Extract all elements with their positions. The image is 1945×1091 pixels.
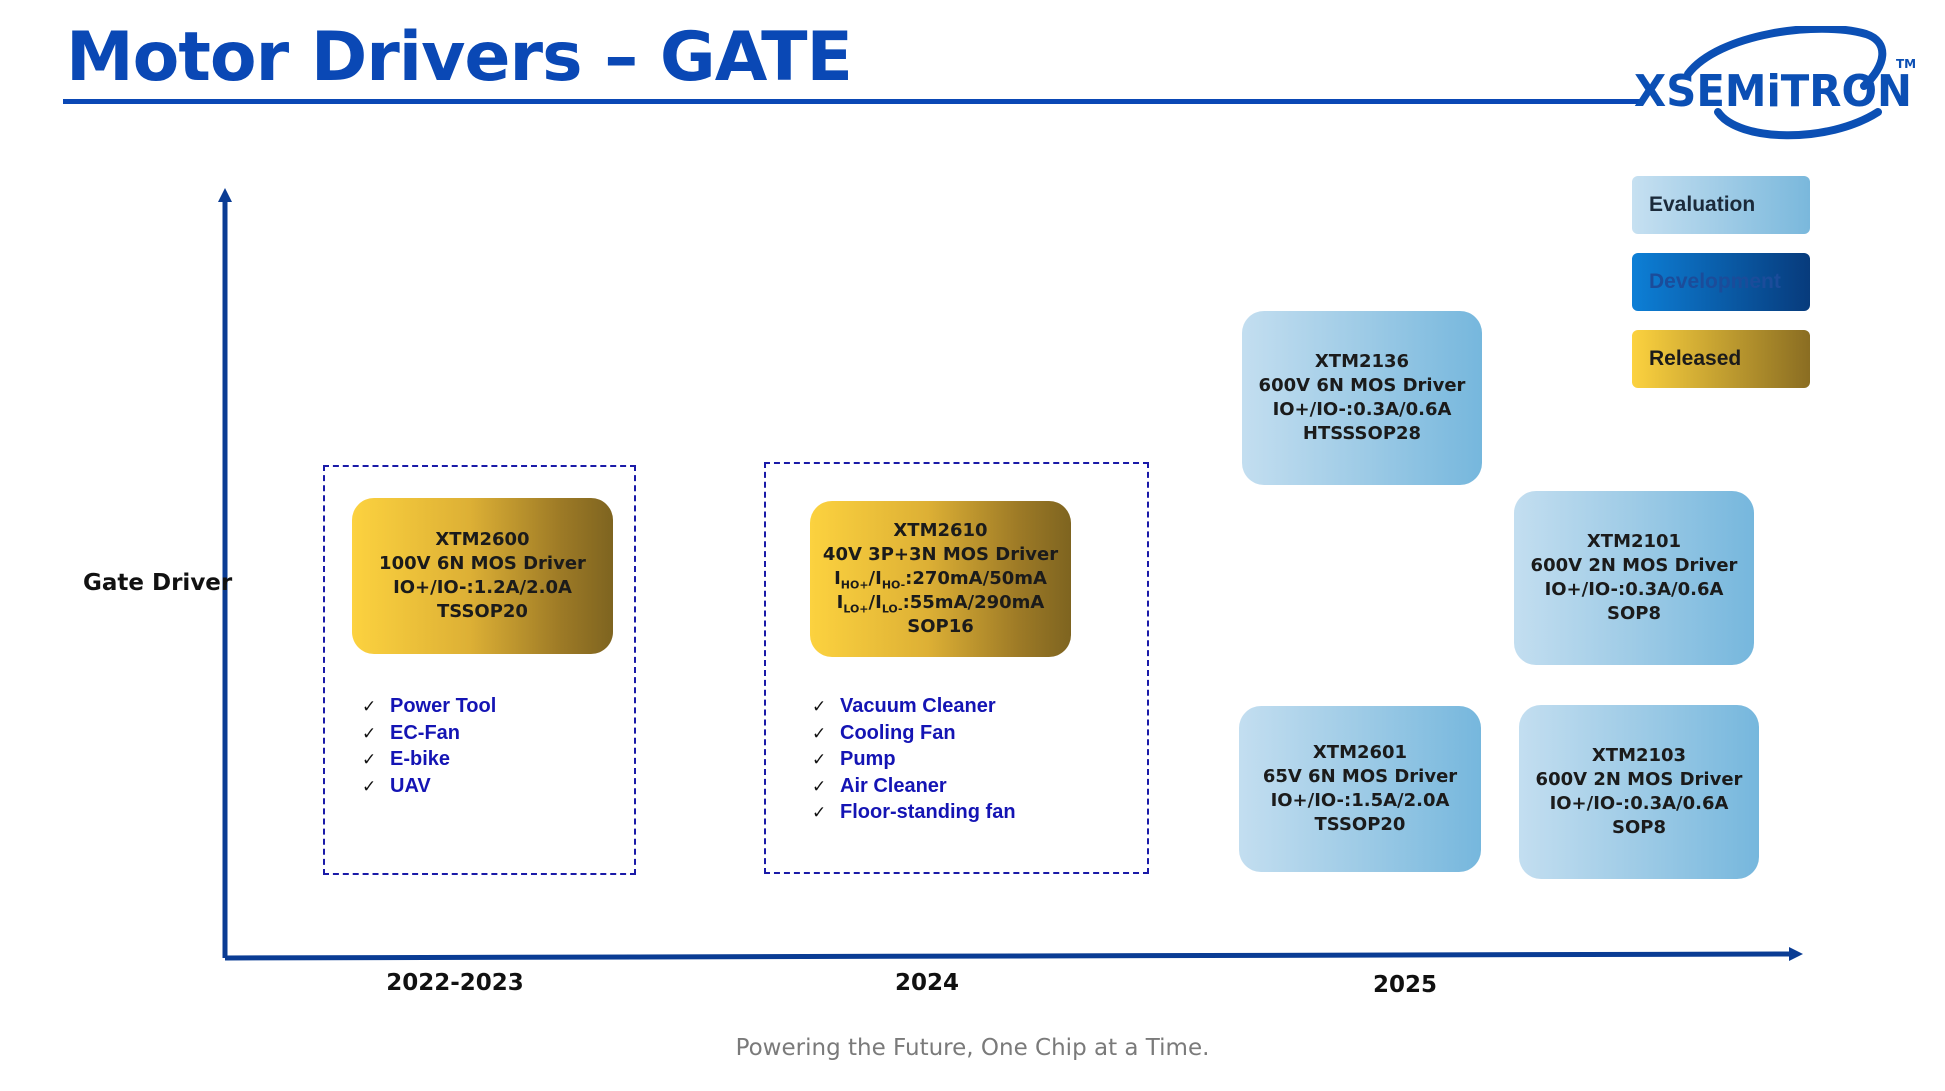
logo-wordmark: XSEMiTRON <box>1634 66 1912 117</box>
product-low-side-current: ILO+/ILO-:55mA/290mA <box>836 592 1045 616</box>
check-icon: ✓ <box>362 776 377 797</box>
product-card-xtm2610[interactable]: XTM2610 40V 3P+3N MOS Driver IHO+/IHO-:2… <box>810 501 1071 657</box>
product-desc: 40V 3P+3N MOS Driver <box>822 544 1059 565</box>
group-2024 <box>764 462 1149 874</box>
product-package: HTSSSOP28 <box>1302 423 1422 444</box>
y-axis-label: Gate Driver <box>83 570 233 596</box>
product-current: IO+/IO-:1.2A/2.0A <box>393 577 572 598</box>
y-axis-arrowhead <box>218 188 232 202</box>
check-icon: ✓ <box>812 697 827 717</box>
group-2022-2023 <box>323 465 636 875</box>
check-icon: ✓ <box>812 750 827 770</box>
x-axis-label-2024: 2024 <box>894 970 959 996</box>
check-icon: ✓ <box>362 697 377 717</box>
product-package: TSSOP20 <box>437 601 528 622</box>
product-name: XTM2600 <box>435 529 530 550</box>
list-item: ✓Vacuum Cleaner <box>812 693 1016 720</box>
list-item: ✓Air Cleaner <box>812 773 1016 800</box>
product-current: IO+/IO-:1.5A/2.0A <box>1270 790 1450 811</box>
list-item: ✓Cooling Fan <box>812 720 1016 747</box>
check-icon: ✓ <box>362 750 377 770</box>
product-name: XTM2103 <box>1591 745 1687 766</box>
list-item: ✓Floor-standing fan <box>812 799 1016 826</box>
x-axis-line <box>224 951 1791 961</box>
product-desc: 100V 6N MOS Driver <box>379 553 586 574</box>
product-card-xtm2601[interactable]: XTM2601 65V 6N MOS Driver IO+/IO-:1.5A/2… <box>1239 706 1481 872</box>
check-icon: ✓ <box>812 776 827 797</box>
product-desc: 600V 2N MOS Driver <box>1535 769 1743 790</box>
list-item: ✓EC-Fan <box>362 720 496 747</box>
product-name: XTM2610 <box>893 520 988 541</box>
logo-trademark: TM <box>1896 57 1916 71</box>
x-axis-arrowhead <box>1789 947 1803 961</box>
title-underline <box>63 99 1642 104</box>
product-high-side-current: IHO+/IHO-:270mA/50mA <box>834 568 1047 592</box>
legend-released: Released <box>1632 330 1810 388</box>
product-name: XTM2136 <box>1314 351 1410 372</box>
check-icon: ✓ <box>362 723 377 744</box>
x-axis-label-2025: 2025 <box>1372 972 1437 998</box>
product-desc: 600V 2N MOS Driver <box>1530 555 1738 576</box>
product-desc: 65V 6N MOS Driver <box>1262 766 1458 787</box>
product-name: XTM2101 <box>1586 531 1682 552</box>
product-card-xtm2136[interactable]: XTM2136 600V 6N MOS Driver IO+/IO-:0.3A/… <box>1242 311 1482 485</box>
product-current: IO+/IO-:0.3A/0.6A <box>1549 793 1729 814</box>
product-current: IO+/IO-:0.3A/0.6A <box>1272 399 1452 420</box>
product-name: XTM2601 <box>1312 742 1408 763</box>
page-title: Motor Drivers – GATE <box>66 18 853 97</box>
product-current: IO+/IO-:0.3A/0.6A <box>1544 579 1724 600</box>
check-icon: ✓ <box>812 803 827 823</box>
footer-tagline: Powering the Future, One Chip at a Time. <box>735 1035 1210 1061</box>
x-axis-label-2022-2023: 2022-2023 <box>386 970 524 996</box>
product-package: SOP8 <box>1612 817 1666 838</box>
product-package: TSSOP20 <box>1314 814 1406 835</box>
product-package: SOP8 <box>1607 603 1661 624</box>
check-icon: ✓ <box>812 723 827 744</box>
list-item: ✓E-bike <box>362 746 496 773</box>
list-item: ✓UAV <box>362 773 496 800</box>
product-card-xtm2600[interactable]: XTM2600 100V 6N MOS Driver IO+/IO-:1.2A/… <box>352 498 613 654</box>
xsemitron-logo: XSEMiTRON TM <box>1634 26 1916 140</box>
applications-list-2024: ✓Vacuum Cleaner ✓Cooling Fan ✓Pump ✓Air … <box>812 693 1016 826</box>
legend-evaluation: Evaluation <box>1632 176 1810 234</box>
product-card-xtm2101[interactable]: XTM2101 600V 2N MOS Driver IO+/IO-:0.3A/… <box>1514 491 1754 665</box>
applications-list-2022-2023: ✓Power Tool ✓EC-Fan ✓E-bike ✓UAV <box>362 693 496 799</box>
list-item: ✓Power Tool <box>362 693 496 720</box>
product-package: SOP16 <box>907 616 974 637</box>
list-item: ✓Pump <box>812 746 1016 773</box>
legend-development: Development <box>1632 253 1810 311</box>
product-card-xtm2103[interactable]: XTM2103 600V 2N MOS Driver IO+/IO-:0.3A/… <box>1519 705 1759 879</box>
product-desc: 600V 6N MOS Driver <box>1258 375 1466 396</box>
